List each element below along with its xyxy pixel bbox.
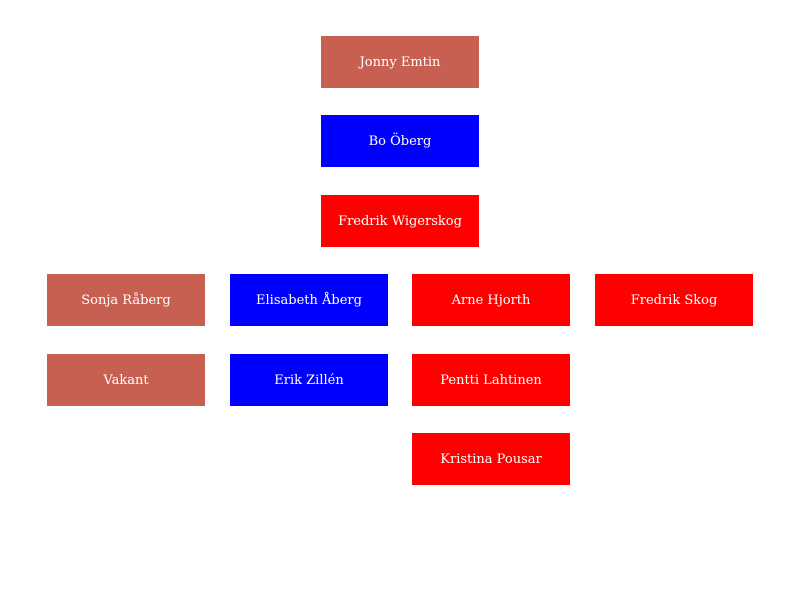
node-pentti-lahtinen: Pentti Lahtinen <box>412 354 570 406</box>
node-fredrik-skog: Fredrik Skog <box>595 274 753 326</box>
node-kristina-pousar: Kristina Pousar <box>412 433 570 485</box>
node-elisabeth-aberg: Elisabeth Åberg <box>230 274 388 326</box>
node-jonny-emtin: Jonny Emtin <box>321 36 479 88</box>
node-vakant: Vakant <box>47 354 205 406</box>
node-erik-zillen: Erik Zillén <box>230 354 388 406</box>
node-bo-oberg: Bo Öberg <box>321 115 479 167</box>
node-fredrik-wigerskog: Fredrik Wigerskog <box>321 195 479 247</box>
node-sonja-raberg: Sonja Råberg <box>47 274 205 326</box>
node-arne-hjorth: Arne Hjorth <box>412 274 570 326</box>
